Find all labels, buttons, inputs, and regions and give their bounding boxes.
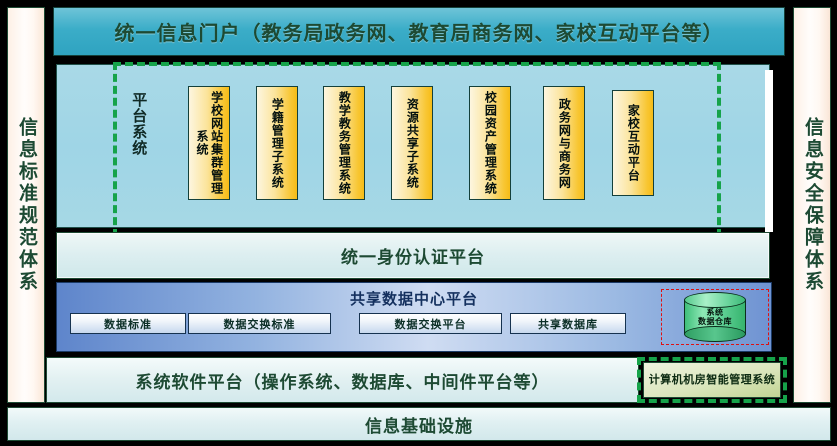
data-warehouse-cylinder[interactable]: 系统 数据仓库 bbox=[684, 292, 746, 342]
system-software-label: 系统软件平台（操作系统、数据库、中间件平台等） bbox=[135, 372, 550, 393]
platform-group-label: 平台系统 bbox=[130, 92, 149, 156]
platform-module-label: 学籍管理子系统 bbox=[270, 97, 285, 189]
platform-module-box[interactable]: 教学教务管理系统 bbox=[323, 86, 365, 200]
unified-information-portal-band: 统一信息门户（教务局政务网、教育局商务网、家校互动平台等） bbox=[53, 7, 785, 56]
cylinder-top-ellipse bbox=[684, 292, 746, 308]
platform-module-label: 教学教务管理系统 bbox=[337, 91, 352, 195]
unified-identity-auth-band: 统一身份认证平台 bbox=[56, 232, 770, 279]
platform-module-box[interactable]: 学籍管理子系统 bbox=[256, 86, 298, 200]
platform-module-label: 家校互动平台 bbox=[626, 104, 641, 182]
data-center-title: 共享数据中心平台 bbox=[349, 290, 478, 308]
information-infrastructure-band: 信息基础设施 bbox=[7, 407, 831, 441]
platform-module-box[interactable]: 学校网站集群管理系统 bbox=[188, 86, 230, 200]
computer-room-management-label: 计算机机房智能管理系统 bbox=[648, 373, 776, 387]
data-center-box[interactable]: 数据交换标准 bbox=[188, 313, 331, 334]
platform-module-box[interactable]: 政务网与商务网 bbox=[543, 86, 585, 200]
auth-band-label: 统一身份认证平台 bbox=[341, 248, 485, 268]
infrastructure-label: 信息基础设施 bbox=[365, 416, 473, 437]
data-center-box[interactable]: 共享数据库 bbox=[510, 313, 626, 334]
cylinder-bottom-ellipse bbox=[684, 326, 746, 342]
data-center-box[interactable]: 数据标准 bbox=[70, 313, 186, 334]
data-center-box[interactable]: 数据交换平台 bbox=[359, 313, 502, 334]
platform-module-box[interactable]: 资源共享子系统 bbox=[391, 86, 433, 200]
data-center-box-label: 数据标准 bbox=[104, 317, 152, 331]
left-pillar-label: 信息标准规范体系 bbox=[15, 117, 38, 293]
system-software-platform-band: 系统软件平台（操作系统、数据库、中间件平台等） bbox=[46, 357, 639, 403]
left-pillar-panel: 信息标准规范体系 bbox=[7, 7, 45, 403]
right-pillar-panel: 信息安全保障体系 bbox=[793, 7, 831, 403]
data-warehouse-dashed-outline bbox=[661, 289, 769, 345]
data-center-box-label: 数据交换标准 bbox=[223, 317, 296, 331]
computer-room-management-box[interactable]: 计算机机房智能管理系统 bbox=[643, 362, 781, 398]
platform-module-box[interactable]: 家校互动平台 bbox=[612, 90, 654, 196]
platform-module-label: 学校网站集群管理系统 bbox=[195, 91, 224, 195]
data-center-box-label: 数据交换平台 bbox=[394, 317, 467, 331]
platform-panel-shadow bbox=[765, 70, 773, 232]
data-center-box-label: 共享数据库 bbox=[538, 317, 598, 331]
cylinder-label: 系统 数据仓库 bbox=[698, 307, 732, 326]
platform-module-label: 校园资产管理系统 bbox=[483, 91, 498, 195]
portal-label: 统一信息门户（教务局政务网、教育局商务网、家校互动平台等） bbox=[114, 21, 724, 45]
platform-module-label: 政务网与商务网 bbox=[557, 97, 572, 189]
platform-module-box[interactable]: 校园资产管理系统 bbox=[469, 86, 511, 200]
right-pillar-label: 信息安全保障体系 bbox=[801, 117, 824, 293]
platform-module-label: 资源共享子系统 bbox=[405, 97, 420, 189]
